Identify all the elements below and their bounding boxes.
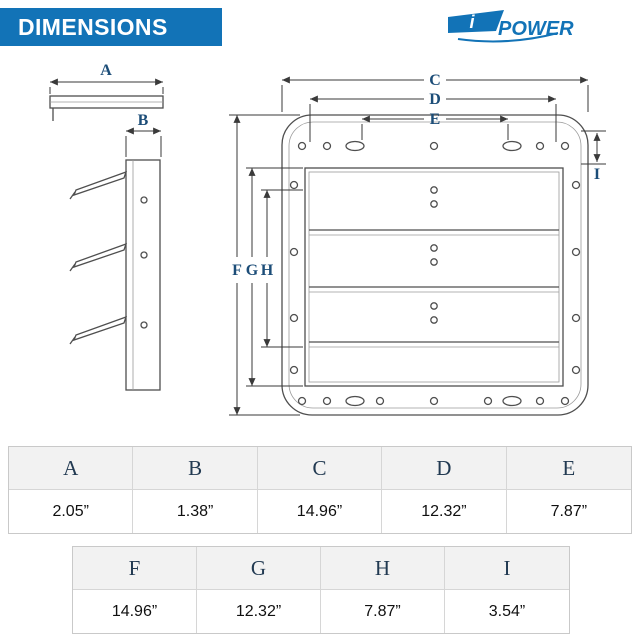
- table2-value-g: 12.32”: [197, 590, 321, 633]
- dim-label-d: D: [429, 91, 441, 108]
- table2-value-i: 3.54”: [488, 602, 526, 620]
- logo-swoosh-icon: [457, 32, 559, 43]
- front-view-drawing: [281, 114, 589, 416]
- table1-value-d: 12.32”: [382, 490, 507, 533]
- dim-label-e: E: [430, 111, 441, 128]
- dimension-letters: A B C D E F G H I: [100, 62, 600, 279]
- dim-label-c: C: [429, 72, 441, 89]
- table2-header-f: F: [73, 547, 197, 590]
- dimension-lines: [49, 76, 606, 416]
- table1-value-a: 2.05”: [9, 490, 134, 533]
- table2-value-f: 14.96”: [73, 590, 197, 633]
- table1-header-d: D: [382, 447, 507, 490]
- page-title: DIMENSIONS: [0, 8, 222, 46]
- logo-i: i: [469, 12, 475, 32]
- dimension-table-abcde: A B C D E 2.05” 1.38” 14.96” 12.32” 7.87…: [8, 446, 632, 534]
- dim-label-g: G: [246, 262, 259, 279]
- table2-header-g: G: [197, 547, 321, 590]
- dim-label-i: I: [594, 166, 600, 183]
- ipower-logo: i POWER: [448, 10, 574, 43]
- dim-label-b: B: [138, 112, 149, 129]
- table2-header-h: H: [321, 547, 445, 590]
- dimension-table-fghi: F G H I 14.96” 12.32” 7.87” 3.54”: [72, 546, 570, 634]
- table1-value-b: 1.38”: [133, 490, 258, 533]
- table1-header-c: C: [257, 447, 383, 490]
- logo-flag-icon: [448, 10, 504, 33]
- side-view-drawing: [49, 95, 164, 391]
- table2-value-h: 7.87”: [321, 590, 445, 633]
- table1-value-e: 7.87”: [550, 502, 588, 520]
- table1-value-c: 14.96”: [258, 490, 383, 533]
- table1-header-e: E: [506, 447, 631, 490]
- dim-label-f: F: [232, 262, 242, 279]
- table2-header-i: I: [445, 547, 569, 590]
- table1-header-a: A: [9, 447, 134, 490]
- dim-label-a: A: [100, 62, 112, 79]
- dimensions-diagram: A B C D E F G H I: [49, 62, 606, 416]
- dim-label-h: H: [261, 262, 274, 279]
- table1-header-b: B: [133, 447, 258, 490]
- logo-power: POWER: [498, 18, 574, 40]
